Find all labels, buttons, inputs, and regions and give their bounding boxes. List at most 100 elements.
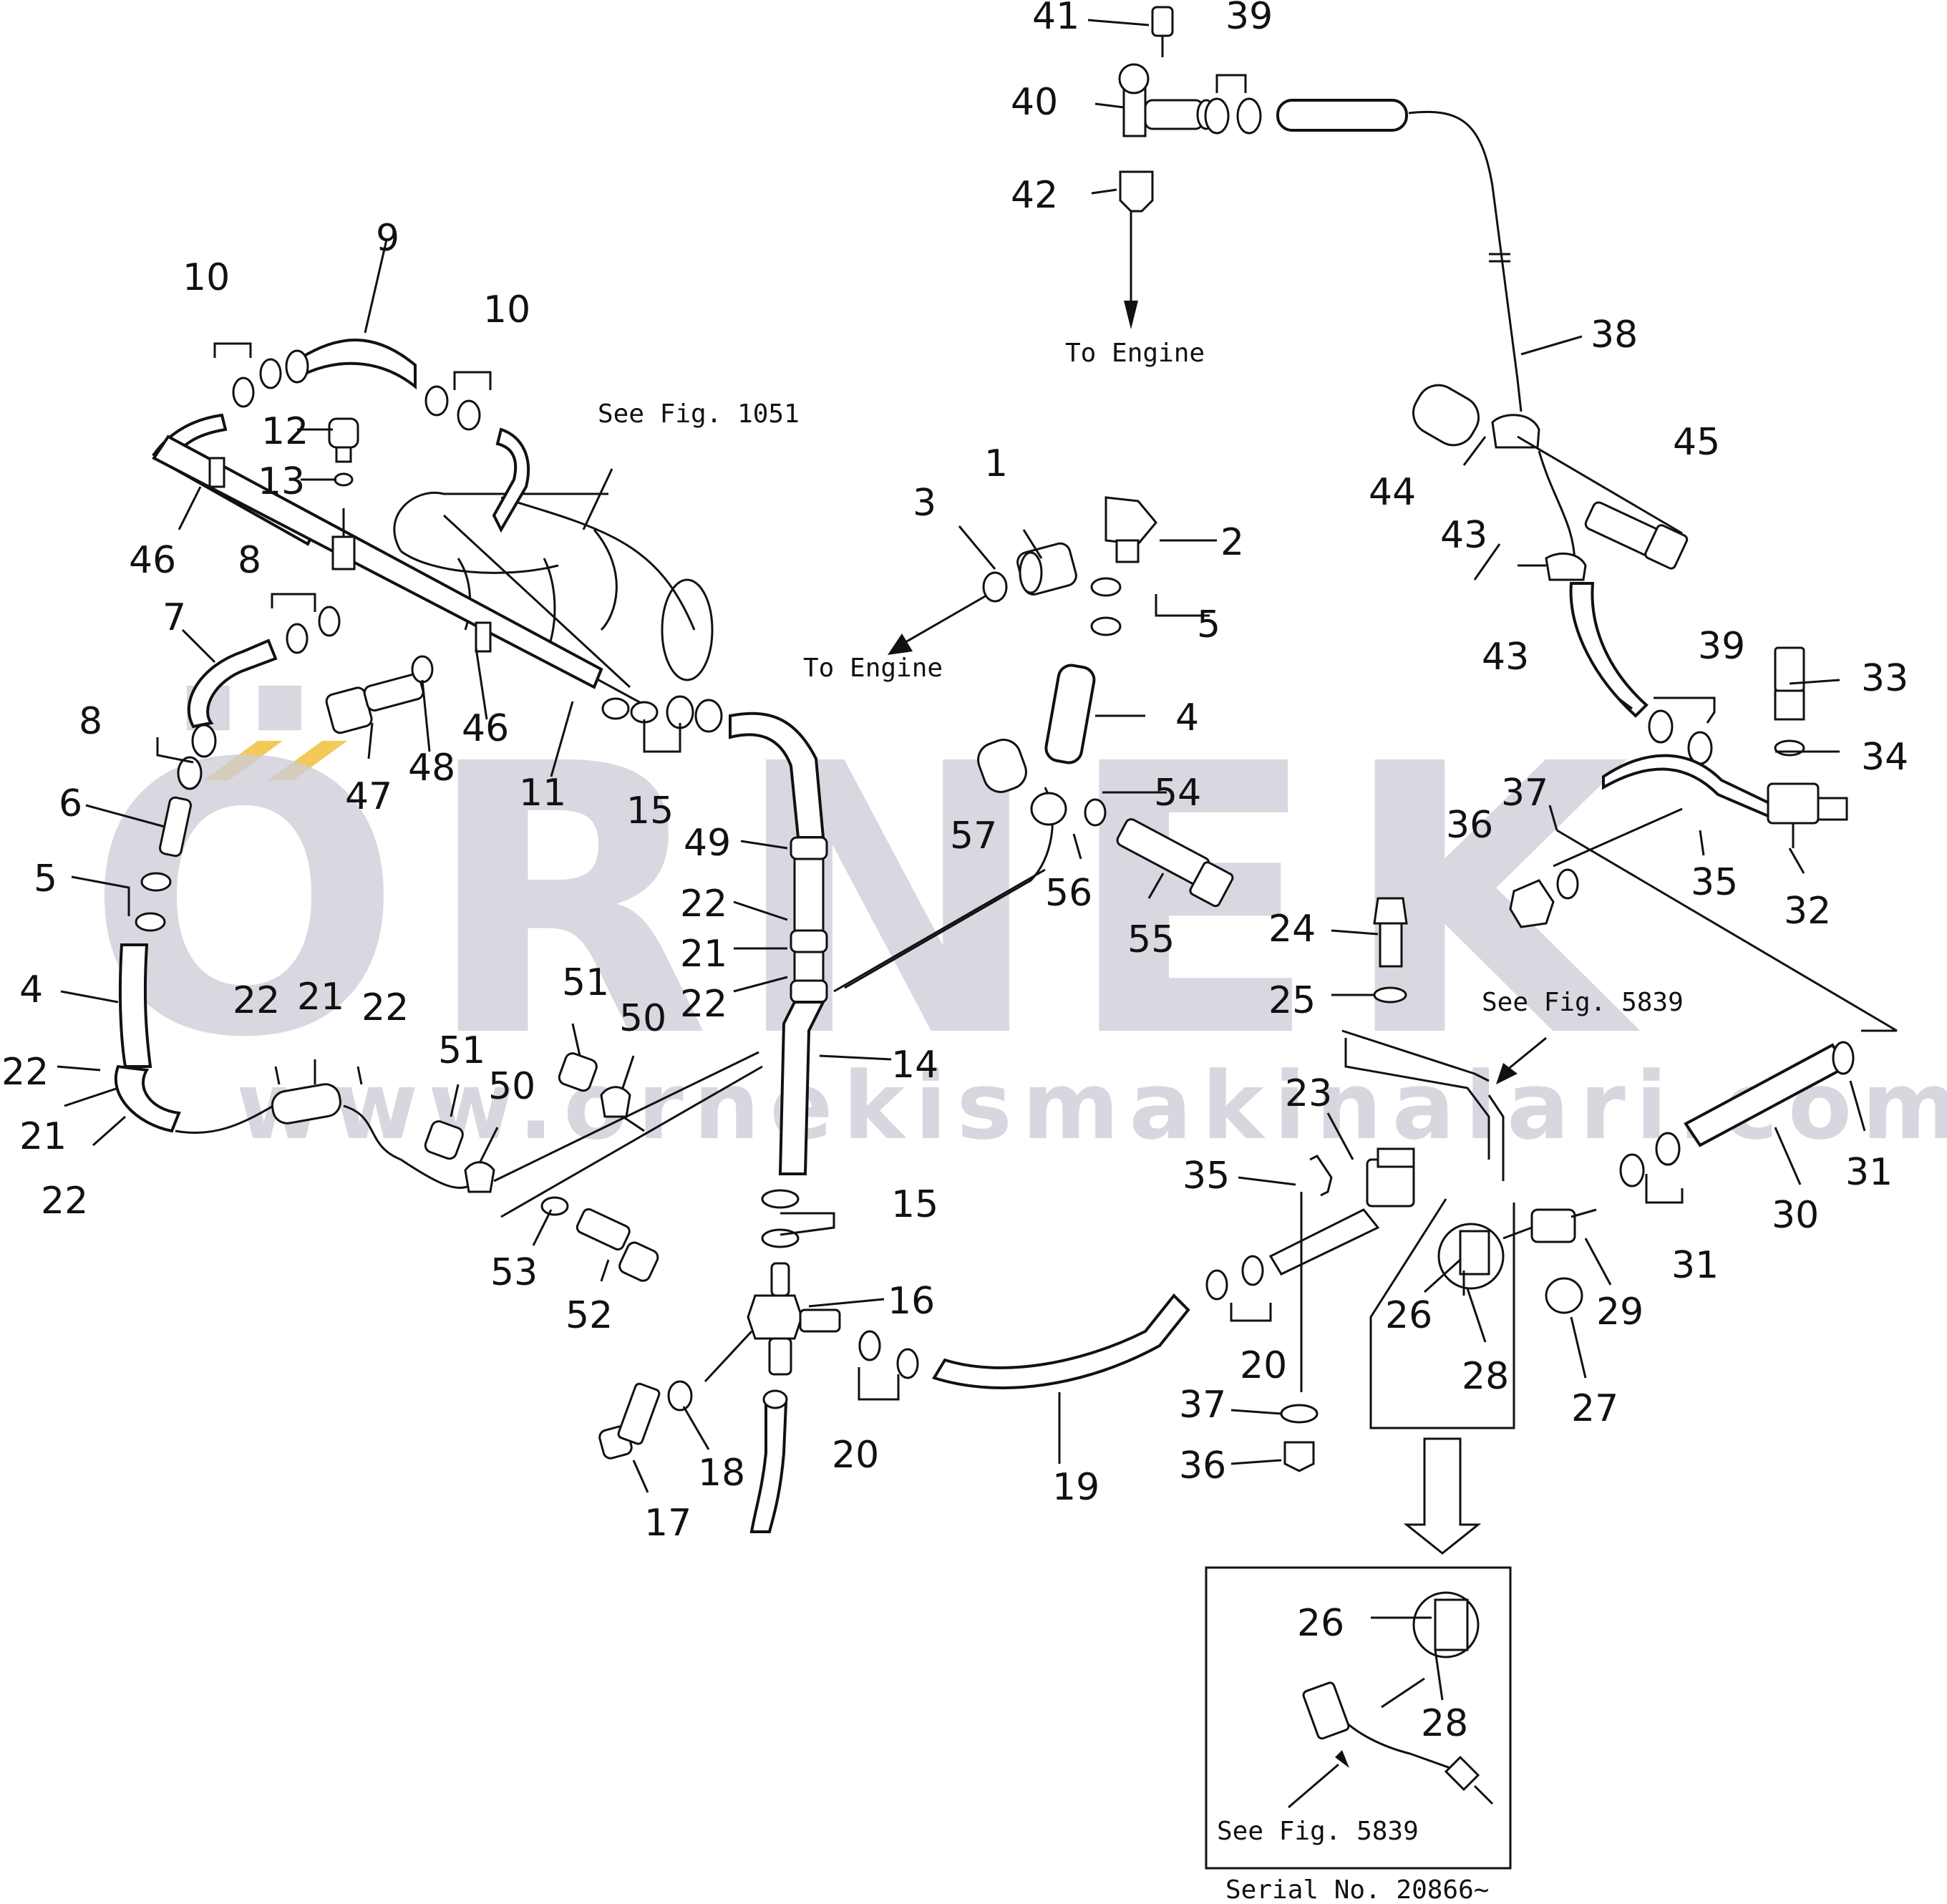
watermark: ÖRNEK www.ornekismakinalari.com.tr [86,682,1947,1161]
plug-12-assembly [328,417,359,487]
part-label-4: 4 [1175,696,1199,739]
part-label-7: 7 [162,596,186,639]
note-see-fig-1051: See Fig. 1051 [598,399,800,429]
part-label-5: 5 [1197,603,1220,646]
part-label-15: 15 [891,1183,938,1226]
part-label-4: 4 [19,968,43,1011]
part-label-51: 51 [562,961,609,1004]
part-label-24: 24 [1268,908,1316,951]
part-label-45: 45 [1673,421,1720,464]
hose-7-assembly [177,606,341,790]
hose-9-assembly [151,339,723,733]
watermark-brand: ÖRNEK [86,682,1651,1119]
part-label-29: 29 [1596,1291,1643,1334]
part-label-22: 22 [233,979,280,1022]
part-label-20: 20 [1240,1344,1287,1387]
part-label-34: 34 [1861,736,1908,779]
part-label-25: 25 [1268,979,1316,1022]
part-label-22: 22 [41,1180,88,1223]
part-label-9: 9 [376,217,399,260]
part-label-31: 31 [1671,1244,1719,1287]
part-label-41: 41 [1032,0,1079,38]
part-label-11: 11 [519,772,566,815]
line-art [57,6,1898,1870]
hose-30-assembly [1619,1029,1897,1187]
part-label-40: 40 [1011,81,1058,124]
part-label-50: 50 [619,997,666,1040]
part-label-14: 14 [891,1044,938,1087]
part-label-26: 26 [1385,1294,1432,1337]
part-label-32: 32 [1784,890,1831,933]
part-label-30: 30 [1772,1194,1819,1237]
switch-assembly-center [1268,1038,1597,1472]
part-label-15: 15 [626,790,674,832]
part-label-43: 43 [1440,514,1487,557]
part-label-47: 47 [345,775,392,818]
part-label-13: 13 [258,460,305,503]
part-label-18: 18 [698,1452,745,1495]
part-label-50: 50 [488,1065,535,1108]
part-label-16: 16 [888,1280,935,1323]
part-label-23: 23 [1285,1072,1332,1115]
part-label-22: 22 [361,986,409,1029]
part-label-56: 56 [1045,872,1092,915]
part-label-31: 31 [1845,1151,1893,1194]
part-label-28: 28 [1421,1702,1468,1745]
part-label-35: 35 [1183,1155,1230,1198]
part-label-49: 49 [684,822,731,865]
watermark-accent-right [268,741,347,780]
part-label-38: 38 [1591,314,1638,356]
note-to-engine-mid: To Engine [803,654,943,683]
bolt-24-bracket [1341,897,1490,1082]
part-label-37: 37 [1501,772,1548,815]
tee-block-16 [598,1189,881,1533]
part-label-10: 10 [483,288,530,331]
part-label-57: 57 [950,815,997,858]
part-label-2: 2 [1220,521,1244,564]
down-arrow [1403,1437,1482,1555]
part-label-36: 36 [1446,804,1493,847]
part-label-33: 33 [1861,657,1908,700]
serial-inset-box [1205,1566,1512,1870]
part-label-39: 39 [1698,625,1745,668]
part-label-44: 44 [1369,471,1416,514]
part-label-22: 22 [680,883,727,926]
part-label-39: 39 [1225,0,1273,38]
part-label-28: 28 [1462,1355,1509,1398]
part-label-26: 26 [1297,1602,1344,1645]
part-label-27: 27 [1571,1387,1618,1430]
valve-assembly-top [1118,6,1216,329]
part-label-8: 8 [238,539,261,582]
note-serial-number: Serial No. 20866~ [1225,1875,1489,1904]
part-label-19: 19 [1052,1466,1099,1509]
part-label-42: 42 [1011,174,1058,217]
watermark-accent-left [204,741,283,780]
part-label-51: 51 [438,1029,485,1072]
part-label-48: 48 [408,747,455,790]
note-to-engine-top: To Engine [1065,339,1205,368]
hose-38-assembly [1204,97,1683,718]
note-see-fig-5839-a: See Fig. 5839 [1482,988,1684,1017]
part-label-55: 55 [1127,918,1175,961]
part-label-35: 35 [1691,861,1738,904]
part-label-46: 46 [462,707,509,750]
part-label-53: 53 [490,1251,538,1294]
part-label-6: 6 [59,782,82,825]
part-label-52: 52 [565,1294,613,1337]
part-label-22: 22 [680,983,727,1026]
hose-14-assembly [729,711,1046,1175]
part-label-21: 21 [19,1115,67,1158]
part-label-54: 54 [1154,772,1201,815]
part-label-8: 8 [79,700,102,743]
part-label-10: 10 [183,256,230,299]
clamp-50-51-assembly [424,1051,763,1282]
part-label-12: 12 [261,410,309,453]
part-labels: 41 39 40 42 38 44 45 43 43 39 33 34 37 3… [1,0,1908,1745]
spacer-and-bolt-right [1412,384,1689,570]
part-label-22: 22 [1,1051,49,1094]
part-label-5: 5 [34,858,57,900]
part-label-21: 21 [297,976,344,1019]
part-label-21: 21 [680,933,727,976]
part-label-17: 17 [644,1502,691,1545]
